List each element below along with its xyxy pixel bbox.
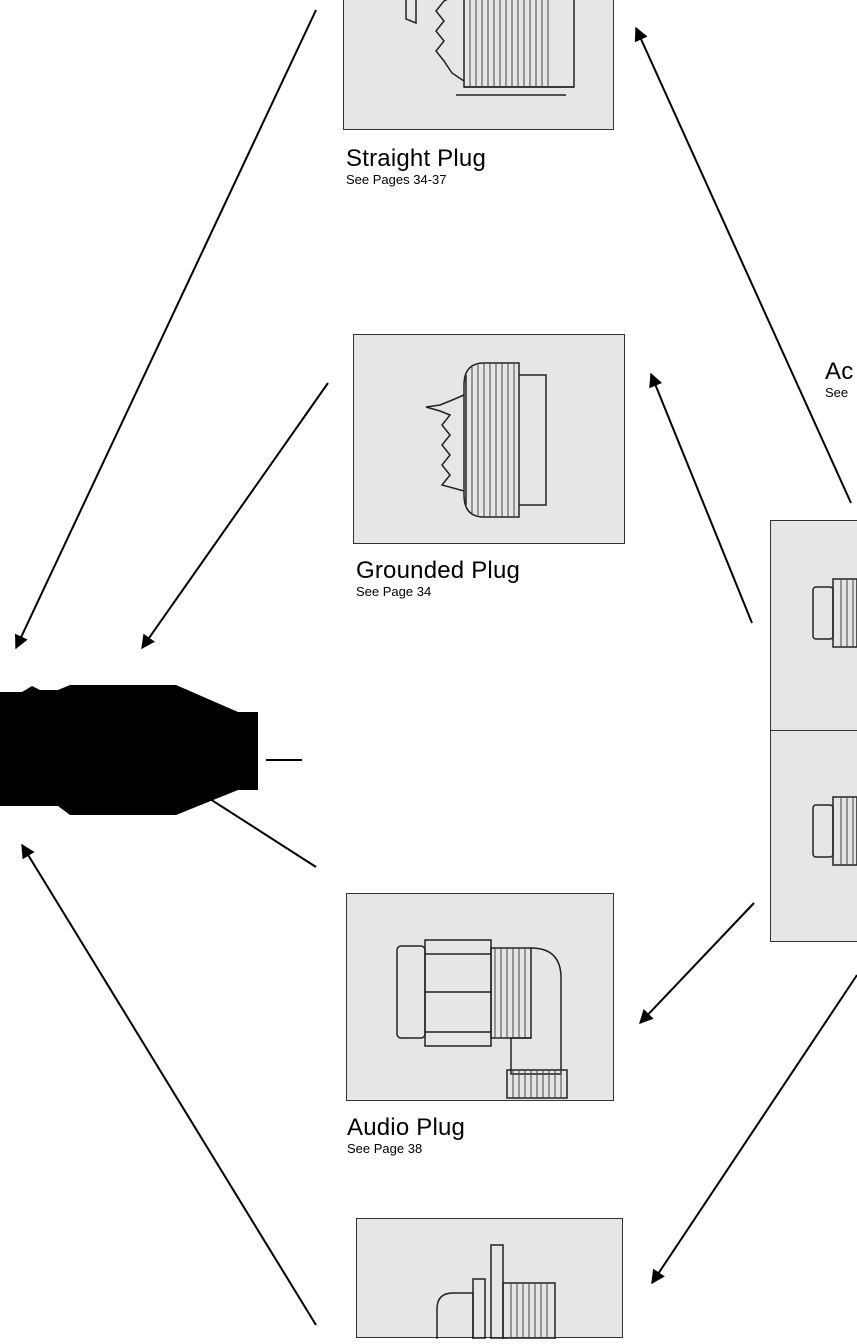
straight-plug-ref: See Pages 34-37	[346, 172, 447, 187]
audio-plug-drawing	[396, 939, 568, 1099]
adapter-ref: See	[825, 385, 849, 400]
arrow-adapter-to-audio	[639, 902, 755, 1025]
arrow-audio-to-socket	[116, 739, 317, 868]
grounded-plug-title: Grounded Plug	[356, 557, 521, 584]
adapter-panel-bottom	[770, 730, 857, 942]
grounded-plug-caption: Grounded Plug See Page 34	[356, 557, 521, 599]
arrow-grounded-to-socket	[141, 382, 329, 650]
bottom-connector-panel	[356, 1218, 623, 1340]
adapter-drawing-top	[812, 578, 857, 648]
adapter-panel-top	[770, 520, 857, 732]
arrow-adapter-to-straight	[634, 26, 852, 504]
arrow-straight-to-socket	[15, 9, 317, 650]
audio-plug-ref: See Page 38	[347, 1141, 423, 1156]
arrow-adapter-to-grounded	[649, 372, 753, 624]
audio-plug-panel	[346, 893, 614, 1101]
adapter-title: Ac	[825, 358, 854, 385]
adapter-caption: Ac See	[825, 358, 854, 400]
straight-plug-title: Straight Plug	[346, 145, 487, 172]
adapter-drawing-bottom	[812, 796, 857, 866]
arrow-adapter-to-bottom	[651, 974, 857, 1285]
grounded-plug-panel	[353, 334, 625, 544]
socket-silhouette	[0, 685, 258, 815]
grounded-plug-drawing	[425, 362, 547, 518]
straight-plug-drawing	[405, 0, 575, 96]
arrow-bottom-to-socket	[21, 843, 317, 1326]
grounded-plug-ref: See Page 34	[356, 584, 432, 599]
audio-plug-caption: Audio Plug See Page 38	[347, 1114, 466, 1156]
audio-plug-title: Audio Plug	[347, 1114, 466, 1141]
straight-plug-panel	[343, 0, 614, 130]
straight-plug-caption: Straight Plug See Pages 34-37	[346, 145, 487, 187]
